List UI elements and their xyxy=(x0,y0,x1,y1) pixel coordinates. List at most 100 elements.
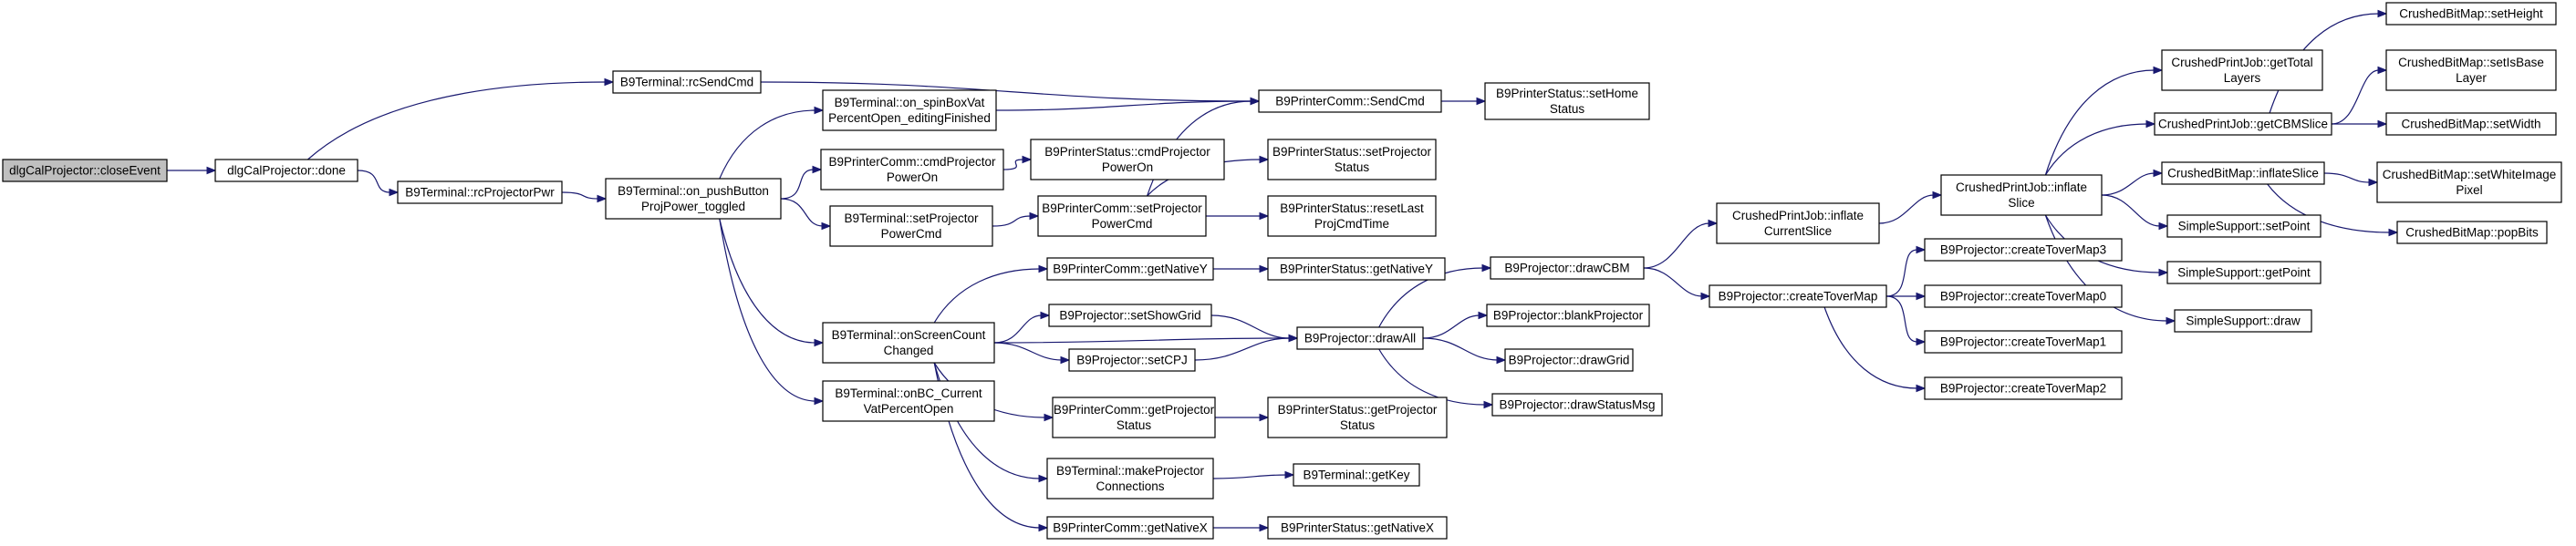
edge-line xyxy=(2323,172,2371,183)
node-b9projector-setshowgrid[interactable]: B9Projector::setShowGrid xyxy=(1048,304,1212,327)
node-b9projector-createtovermap[interactable]: B9Projector::createToverMap xyxy=(1709,284,1887,308)
node-b9projector-drawstatusmsg[interactable]: B9Projector::drawStatusMsg xyxy=(1491,393,1663,417)
arrowhead xyxy=(1288,334,1299,343)
arrowhead xyxy=(1060,355,1071,365)
node-box xyxy=(2385,49,2557,91)
node-box xyxy=(1258,89,1442,113)
node-label: PowerCmd xyxy=(881,227,942,241)
node-crushedprintjob-inflateslice[interactable]: CrushedPrintJob::inflateSlice xyxy=(1940,174,2103,216)
arrowhead xyxy=(1916,245,1927,254)
node-b9projector-drawall[interactable]: B9Projector::drawAll xyxy=(1296,326,1424,350)
node-label: B9Projector::createToverMap1 xyxy=(1940,335,2106,349)
node-box xyxy=(397,180,563,204)
edge-n5-n6 xyxy=(719,106,825,180)
node-label: B9Projector::setShowGrid xyxy=(1059,309,1200,323)
node-simplesupport-setpoint[interactable]: SimpleSupport::setPoint xyxy=(2166,214,2322,238)
node-box xyxy=(1052,397,1216,438)
edge-line xyxy=(1378,267,1484,328)
edge-n5-n7 xyxy=(780,165,823,200)
node-box xyxy=(1030,139,1225,180)
node-label: CrushedBitMap::setHeight xyxy=(2399,7,2543,21)
node-b9printerstatus-getnativey[interactable]: B9PrinterStatus::getNativeY xyxy=(1267,257,1446,281)
node-label: CrushedBitMap::popBits xyxy=(2405,226,2539,240)
node-crushedbitmap-setheight[interactable]: CrushedBitMap::setHeight xyxy=(2385,2,2557,26)
edge-n5-n9 xyxy=(719,218,825,347)
node-crushedprintjob-getcbmslice[interactable]: CrushedPrintJob::getCBMSlice xyxy=(2154,112,2332,136)
node-b9printercomm-getnativey[interactable]: B9PrinterComm::getNativeY xyxy=(1046,257,1214,281)
edge-line xyxy=(561,191,599,200)
edge-n20-n29 xyxy=(1422,337,1507,365)
arrowhead xyxy=(1038,474,1049,483)
edge-line xyxy=(780,169,815,200)
node-box xyxy=(2396,221,2548,244)
edge-n9-n16 xyxy=(933,264,1049,324)
node-b9printercomm-getnativex[interactable]: B9PrinterComm::getNativeX xyxy=(1046,516,1214,540)
arrowhead xyxy=(814,106,825,115)
node-crushedbitmap-inflateslice[interactable]: CrushedBitMap::inflateSlice xyxy=(2161,161,2325,185)
arrowhead xyxy=(206,166,217,175)
arrowhead xyxy=(1478,311,1489,320)
node-label: B9Terminal::makeProjector xyxy=(1056,464,1205,478)
arrowhead xyxy=(1038,523,1049,532)
node-b9printercomm-sendcmd[interactable]: B9PrinterComm::SendCmd xyxy=(1258,89,1442,113)
node-box xyxy=(1293,463,1420,487)
edge-line xyxy=(2044,69,2155,176)
arrowhead xyxy=(1259,264,1270,273)
edge-n33-n40 xyxy=(2101,169,2164,196)
arrowhead xyxy=(1496,355,1507,365)
node-b9terminal-rcprojectorpwr[interactable]: B9Terminal::rcProjectorPwr xyxy=(397,180,563,204)
node-b9projector-setcpj[interactable]: B9Projector::setCPJ xyxy=(1068,348,1196,372)
node-crushedbitmap-setwidth[interactable]: CrushedBitMap::setWidth xyxy=(2385,112,2557,136)
arrowhead xyxy=(1259,413,1270,422)
node-simplesupport-draw[interactable]: SimpleSupport::draw xyxy=(2174,309,2312,333)
node-b9projector-createtovermap2[interactable]: B9Projector::createToverMap2 xyxy=(1924,376,2123,400)
edge-line xyxy=(1212,474,1287,479)
node-label: B9Terminal::setProjector xyxy=(844,211,979,225)
node-crushedbitmap-popbits[interactable]: CrushedBitMap::popBits xyxy=(2396,221,2548,244)
node-b9terminal-rcsendcmd[interactable]: B9Terminal::rcSendCmd xyxy=(612,70,762,94)
node-label: B9PrinterStatus::setProjector xyxy=(1272,145,1432,159)
node-box xyxy=(1491,393,1663,417)
edge-n39-n46 xyxy=(2332,119,2388,129)
edge-line xyxy=(719,109,816,180)
node-label: ProjCmdTime xyxy=(1314,217,1389,231)
node-simplesupport-getpoint[interactable]: SimpleSupport::getPoint xyxy=(2166,261,2322,284)
edge-n20-n30 xyxy=(1378,348,1494,409)
node-b9projector-createtovermap3[interactable]: B9Projector::createToverMap3 xyxy=(1924,238,2123,262)
arrowhead xyxy=(821,221,832,231)
node-dlgcalprojector-done[interactable]: dlgCalProjector::done xyxy=(214,159,358,182)
node-b9terminal-on-spinboxvatpercentopen-editingfinished[interactable]: B9Terminal::on_spinBoxVatPercentOpen_edi… xyxy=(822,89,997,131)
edge-line xyxy=(1378,348,1486,406)
node-b9terminal-on-pushbuttonprojpower-toggled[interactable]: B9Terminal::on_pushButtonProjPower_toggl… xyxy=(605,178,782,220)
node-b9projector-blankprojector[interactable]: B9Projector::blankProjector xyxy=(1486,304,1650,327)
node-b9printerstatus-getnativex[interactable]: B9PrinterStatus::getNativeX xyxy=(1267,516,1448,540)
node-label: Layer xyxy=(2456,71,2487,85)
node-b9terminal-getkey[interactable]: B9Terminal::getKey xyxy=(1293,463,1420,487)
node-b9projector-drawgrid[interactable]: B9Projector::drawGrid xyxy=(1504,348,1634,372)
node-label: PowerOn xyxy=(887,170,938,184)
node-b9projector-drawcbm[interactable]: B9Projector::drawCBM xyxy=(1490,256,1645,280)
node-b9projector-createtovermap0[interactable]: B9Projector::createToverMap0 xyxy=(1924,284,2123,308)
node-label: B9PrinterStatus::getNativeX xyxy=(1281,521,1434,535)
node-box xyxy=(1924,284,2123,308)
edge-n32-n34 xyxy=(1885,245,1927,297)
node-b9projector-createtovermap1[interactable]: B9Projector::createToverMap1 xyxy=(1924,330,2123,354)
node-label: B9Terminal::getKey xyxy=(1303,469,1409,482)
node-dlgcalprojector-closeevent[interactable]: dlgCalProjector::closeEvent xyxy=(2,159,168,182)
